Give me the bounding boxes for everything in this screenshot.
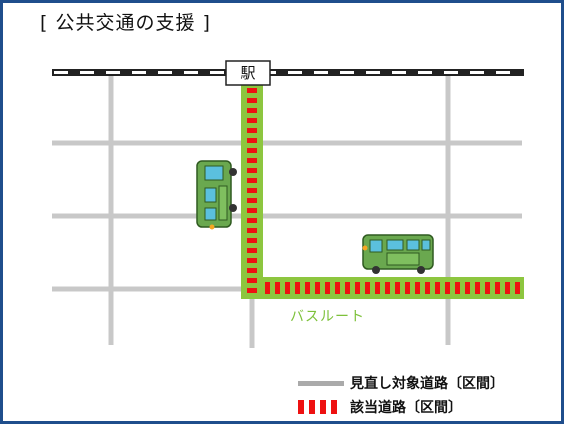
road-network: [52, 72, 522, 348]
bus-icon-vertical: [196, 160, 237, 230]
bus-icon-horizontal: [362, 234, 434, 274]
page-title: [ 公共交通の支援 ]: [40, 12, 211, 34]
station-box: [225, 60, 271, 86]
bus-route-label: バスルート: [290, 309, 365, 325]
legend-swatch-gray: [298, 380, 344, 386]
station-label: 駅: [240, 64, 256, 82]
legend-label-reviewed-road: 見直し対象道路〔区間〕: [350, 376, 504, 392]
route-band-horizontal: [241, 277, 524, 299]
bus-route: [241, 84, 524, 299]
railway-line: [52, 69, 524, 76]
legend-item-applicable-road: 該当道路〔区間〕: [298, 397, 462, 417]
legend-item-reviewed-road: 見直し対象道路〔区間〕: [298, 373, 504, 393]
legend-swatch-red: [298, 400, 344, 414]
legend-label-applicable-road: 該当道路〔区間〕: [350, 400, 462, 416]
